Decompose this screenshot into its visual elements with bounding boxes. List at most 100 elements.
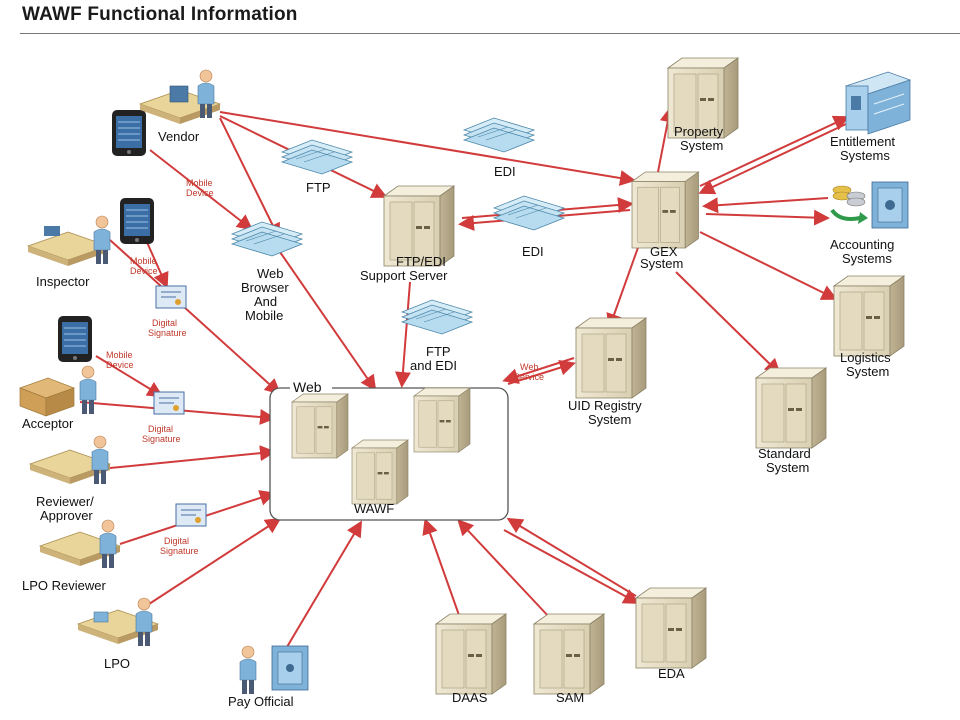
inspector-person-icon [27, 215, 111, 267]
eda-label: EDA [658, 666, 685, 681]
arrow-server-wawf [394, 281, 411, 388]
edi-top-label: EDI [494, 164, 516, 179]
edi-mid-label: EDI [522, 244, 544, 259]
edi-top-doc-icon [463, 117, 535, 153]
arrow-gex-accounting [705, 209, 830, 226]
ftp-and-edi-label-2: and EDI [410, 358, 457, 373]
accounting-safe-icon [830, 181, 909, 229]
lpo-reviewer-digital-signature-icon [175, 503, 207, 527]
ftp-and-edi-label-1: FTP [426, 344, 451, 359]
arrow-inspector-phone-sig [145, 239, 169, 289]
arrow-gex-logistics [699, 231, 838, 300]
edi-mid-doc-icon [493, 195, 565, 231]
arrow-eda-wawf [506, 517, 637, 597]
vendor-label: Vendor [158, 129, 200, 144]
ftp-label: FTP [306, 180, 331, 195]
arrow-vendor-phone-browser [149, 149, 254, 231]
arrow-accounting-gex [702, 197, 829, 214]
digital-signature-note-2a: Digital [148, 424, 173, 434]
entitlement-label-2: Systems [840, 148, 890, 163]
arrow-acceptor-phone-sig [95, 355, 164, 398]
lpo-label: LPO [104, 656, 130, 671]
title-divider [20, 33, 960, 34]
gex-label-2: System [640, 256, 683, 271]
standard-label-2: System [766, 460, 809, 475]
reviewer-label-1: Reviewer/ [36, 494, 94, 509]
digital-signature-note-3b: Signature [160, 546, 199, 556]
digital-signature-note-3a: Digital [164, 536, 189, 546]
daas-label: DAAS [452, 690, 488, 705]
mobile-device-note-2a: Mobile [130, 256, 157, 266]
gex-server-icon [631, 171, 699, 249]
inspector-mobile-device-icon [119, 197, 155, 245]
logistics-server-icon [833, 275, 905, 357]
eda-server-icon [635, 587, 707, 669]
pay-official-label: Pay Official [228, 694, 294, 709]
web-browser-label-3: And [254, 294, 277, 309]
acceptor-digital-signature-icon [153, 391, 185, 415]
arrow-daas-wawf [422, 518, 461, 619]
acceptor-person-icon [18, 365, 97, 417]
web-browser-doc-icon [231, 221, 303, 257]
arrow-entitlement-gex [698, 123, 847, 195]
arrow-lpo-wawf [145, 517, 282, 607]
wawf-server-icon-3 [351, 439, 409, 505]
lpo-reviewer-label: LPO Reviewer [22, 578, 106, 593]
arrow-vendor-web [219, 117, 280, 240]
web-group-label: Web [293, 379, 322, 395]
accounting-label-1: Accounting [830, 237, 894, 252]
ftp-doc-icon [281, 139, 353, 175]
gex-label-1: GEX [650, 244, 678, 259]
mobile-device-note-1b: Device [186, 188, 214, 198]
entitlement-building-icon [844, 71, 912, 135]
wawf-web-group: Web WAWF [269, 379, 509, 521]
acceptor-mobile-device-icon [57, 315, 93, 363]
mobile-device-note-1a: Mobile [186, 178, 213, 188]
wawf-label: WAWF [354, 501, 394, 516]
logistics-label-1: Logistics [840, 350, 891, 365]
standard-server-icon [755, 367, 827, 449]
arrow-wawf-eda [503, 529, 640, 604]
arrow-wawf-uid [507, 359, 576, 385]
web-browser-label-1: Web [257, 266, 284, 281]
mobile-device-note-3b: Device [106, 360, 134, 370]
pay-official-person-icon [239, 645, 309, 695]
arrow-inspector-wawf [109, 239, 281, 395]
property-label-1: Property [674, 124, 724, 139]
lpo-person-icon [77, 597, 159, 647]
web-service-note-b: Service [514, 372, 544, 382]
logistics-label-2: System [846, 364, 889, 379]
daas-server-icon [435, 613, 507, 695]
accounting-label-2: Systems [842, 251, 892, 266]
uid-registry-label-1: UID Registry [568, 398, 642, 413]
sam-label: SAM [556, 690, 584, 705]
vendor-mobile-device-icon [111, 109, 147, 157]
arrow-sam-wawf [457, 519, 551, 619]
arrow-gex-uid [606, 241, 641, 330]
property-label-2: System [680, 138, 723, 153]
digital-signature-note-1a: Digital [152, 318, 177, 328]
arrow-vendor-edi-gex [219, 111, 636, 186]
arrow-reviewer-wawf [109, 445, 276, 469]
mobile-device-note-3a: Mobile [106, 350, 133, 360]
wawf-server-icon-2 [413, 387, 471, 453]
ftp-and-edi-doc-icon [401, 299, 473, 335]
digital-signature-note-1b: Signature [148, 328, 187, 338]
ftp-edi-server-label-1: FTP/EDI [396, 254, 446, 269]
web-browser-label-2: Browser [241, 280, 289, 295]
arrow-payofficial-wawf [283, 520, 363, 653]
standard-label-1: Standard [758, 446, 811, 461]
mobile-device-note-2b: Device [130, 266, 158, 276]
ftp-edi-server-label-2: Support Server [360, 268, 448, 283]
sam-server-icon [533, 613, 605, 695]
digital-signature-note-2b: Signature [142, 434, 181, 444]
arrow-gex-standard [675, 271, 781, 375]
page-title: WAWF Functional Information [22, 4, 298, 25]
lpo-reviewer-person-icon [39, 519, 121, 569]
wawf-server-icon-1 [291, 393, 349, 459]
web-service-note-a: Web [520, 362, 538, 372]
entitlement-label-1: Entitlement [830, 134, 895, 149]
uid-registry-label-2: System [588, 412, 631, 427]
inspector-digital-signature-icon [155, 285, 187, 309]
